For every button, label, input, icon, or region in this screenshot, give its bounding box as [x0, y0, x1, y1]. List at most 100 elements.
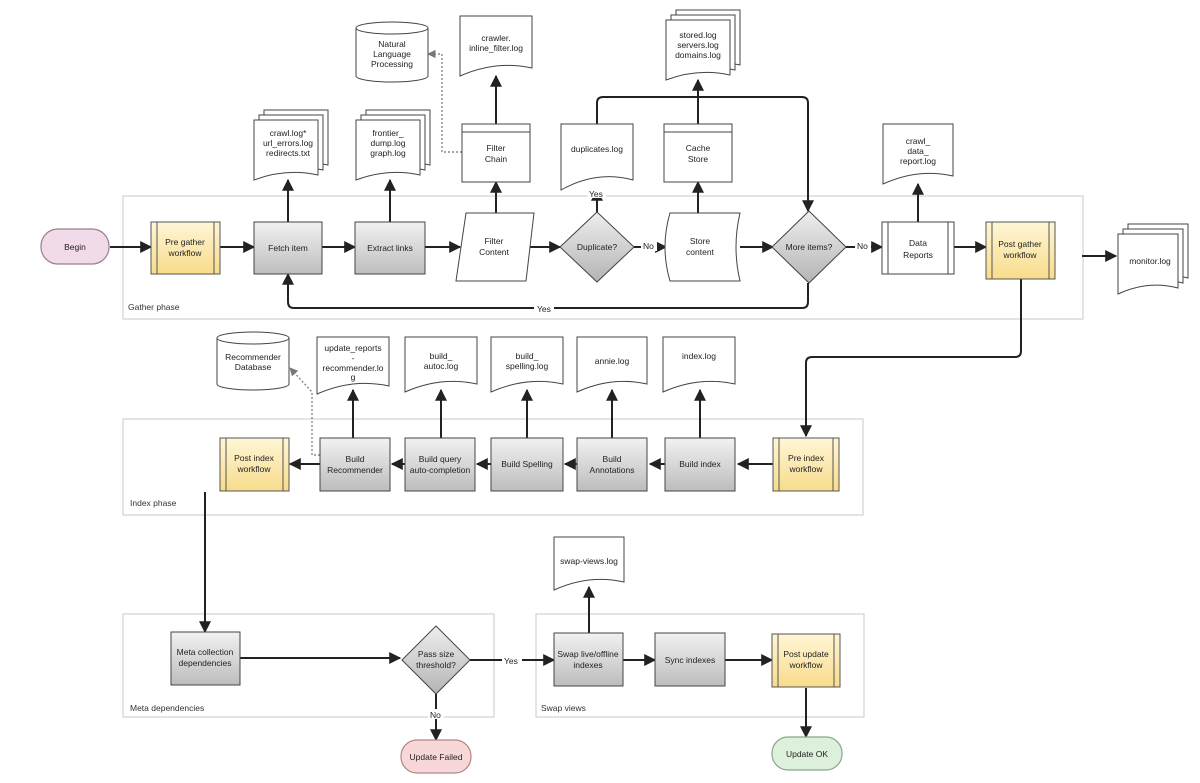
crawl-log-line-3: redirects.txt — [266, 148, 311, 158]
build-recommender-label-2: Recommender — [327, 465, 383, 475]
annie-log-document[interactable]: annie.log — [576, 336, 648, 393]
update-reports-log-document[interactable]: update_reports - recommender.lo g — [316, 336, 390, 395]
post-index-label-1: Post index — [234, 453, 274, 463]
stored-log-document[interactable]: stored.log servers.log domains.log — [665, 9, 741, 81]
post-gather-workflow[interactable]: Post gather workflow — [985, 221, 1056, 280]
pre-gather-workflow[interactable]: Pre gather workflow — [150, 221, 221, 275]
index-phase-label: Index phase — [130, 498, 177, 508]
pre-index-workflow[interactable]: Pre index workflow — [772, 437, 840, 492]
stored-log-line-1: stored.log — [679, 30, 717, 40]
swap-views-log-document[interactable]: swap-views.log — [553, 536, 625, 591]
build-annotations-label-1: Build — [603, 454, 622, 464]
build-autocompletion-process[interactable]: Build query auto-completion — [404, 437, 476, 492]
pre-gather-label-2: workflow — [167, 248, 202, 258]
update-failed-terminal[interactable]: Update Failed — [400, 739, 472, 774]
update-reports-line-4: g — [351, 372, 356, 382]
build-index-label: Build index — [679, 459, 721, 469]
build-autoc-line-2: autoc.log — [424, 361, 459, 371]
build-autocompletion-label-2: auto-completion — [410, 465, 471, 475]
frontier-log-line-3: graph.log — [370, 148, 406, 158]
connectors — [110, 49, 1118, 742]
swap-views-log-line-1: swap-views.log — [560, 556, 618, 566]
cache-store-label-2: Store — [688, 154, 709, 164]
data-reports-process[interactable]: Data Reports — [881, 221, 955, 275]
more-items-decision[interactable]: More items? — [771, 210, 847, 284]
build-annotations-label-2: Annotations — [590, 465, 635, 475]
monitor-log-document[interactable]: monitor.log — [1117, 223, 1189, 295]
update-failed-label: Update Failed — [410, 752, 463, 762]
duplicate-label: Duplicate? — [577, 242, 617, 252]
post-update-workflow[interactable]: Post update workflow — [771, 633, 841, 688]
build-annotations-process[interactable]: Build Annotations — [576, 437, 648, 492]
recommender-db-label-2: Database — [235, 362, 272, 372]
label-more-yes: Yes — [537, 304, 551, 314]
build-autoc-log-document[interactable]: build_ autoc.log — [404, 336, 478, 393]
crawl-log-line-1: crawl.log* — [270, 128, 308, 138]
nlp-label-3: Processing — [371, 59, 413, 69]
filter-chain-process[interactable]: Filter Chain — [461, 123, 531, 183]
build-autocompletion-label-1: Build query — [419, 454, 462, 464]
post-gather-label-1: Post gather — [998, 239, 1042, 249]
crawl-data-report-log-document[interactable]: crawl_ data_ report.log — [882, 123, 954, 185]
stored-log-line-2: servers.log — [677, 40, 719, 50]
crawl-log-document[interactable]: crawl.log* url_errors.log redirects.txt — [253, 109, 329, 181]
pre-gather-label-1: Pre gather — [165, 237, 205, 247]
build-spelling-log-document[interactable]: build_ spelling.log — [490, 336, 564, 393]
update-ok-terminal[interactable]: Update OK — [771, 736, 843, 771]
post-update-label-1: Post update — [783, 649, 829, 659]
crawl-data-report-line-2: data_ — [907, 146, 929, 156]
meta-collection-process[interactable]: Meta collection dependencies — [170, 631, 241, 686]
inline-filter-log-document[interactable]: crawler. inline_filter.log — [459, 15, 533, 77]
filter-content-input[interactable]: Filter Content — [455, 212, 535, 282]
index-phase-box: Index phase — [122, 418, 864, 516]
label-pass-yes: Yes — [504, 656, 518, 666]
swap-indexes-process[interactable]: Swap live/offline indexes — [553, 632, 624, 687]
filter-chain-label-1: Filter — [487, 143, 506, 153]
pass-size-decision[interactable]: Pass size threshold? — [401, 625, 471, 695]
filter-content-label-2: Content — [479, 247, 509, 257]
duplicates-log-line-1: duplicates.log — [571, 144, 623, 154]
nlp-label-1: Natural — [378, 39, 406, 49]
nlp-database[interactable]: Natural Language Processing — [355, 21, 429, 83]
recommender-database[interactable]: Recommender Database — [216, 331, 290, 391]
label-duplicate-no: No — [643, 241, 654, 251]
build-spelling-label: Build Spelling — [501, 459, 553, 469]
pass-size-label-2: threshold? — [416, 660, 456, 670]
build-spelling-log-line-2: spelling.log — [506, 361, 549, 371]
filter-chain-label-2: Chain — [485, 154, 507, 164]
store-content-label-2: content — [686, 247, 715, 257]
cache-store-process[interactable]: Cache Store — [663, 123, 733, 183]
frontier-log-line-2: dump.log — [371, 138, 406, 148]
frontier-log-document[interactable]: frontier_ dump.log graph.log — [355, 109, 431, 181]
edge-recommender-db — [289, 367, 320, 456]
monitor-log-line-1: monitor.log — [1129, 256, 1171, 266]
update-reports-line-2: - — [352, 353, 355, 363]
duplicates-log-document[interactable]: duplicates.log — [560, 123, 634, 191]
build-recommender-process[interactable]: Build Recommender — [319, 437, 391, 492]
data-reports-label-2: Reports — [903, 250, 933, 260]
pass-size-label-1: Pass size — [418, 649, 455, 659]
duplicate-decision[interactable]: Duplicate? — [559, 211, 635, 283]
build-spelling-process[interactable]: Build Spelling — [490, 437, 564, 492]
label-duplicate-yes: Yes — [589, 189, 603, 199]
post-index-label-2: workflow — [236, 464, 271, 474]
swap-indexes-label-2: indexes — [573, 660, 602, 670]
build-spelling-log-line-1: build_ — [516, 351, 539, 361]
label-more-no: No — [857, 241, 868, 251]
sync-indexes-process[interactable]: Sync indexes — [654, 632, 726, 687]
data-reports-label-1: Data — [909, 238, 927, 248]
build-index-process[interactable]: Build index — [664, 437, 736, 492]
extract-links-process[interactable]: Extract links — [354, 221, 426, 275]
gather-phase-label: Gather phase — [128, 302, 180, 312]
store-content-storage[interactable]: Store content — [664, 212, 741, 282]
swap-phase-box: Swap views — [535, 613, 865, 718]
fetch-item-process[interactable]: Fetch item — [253, 221, 323, 275]
index-log-document[interactable]: index.log — [662, 336, 736, 393]
extract-links-label: Extract links — [367, 243, 413, 253]
nlp-label-2: Language — [373, 49, 411, 59]
edge-postgather-preindex — [800, 279, 1022, 438]
update-ok-label: Update OK — [786, 749, 828, 759]
post-index-workflow[interactable]: Post index workflow — [219, 437, 290, 492]
filter-content-label-1: Filter — [485, 236, 504, 246]
begin-terminal[interactable]: Begin — [40, 228, 110, 265]
